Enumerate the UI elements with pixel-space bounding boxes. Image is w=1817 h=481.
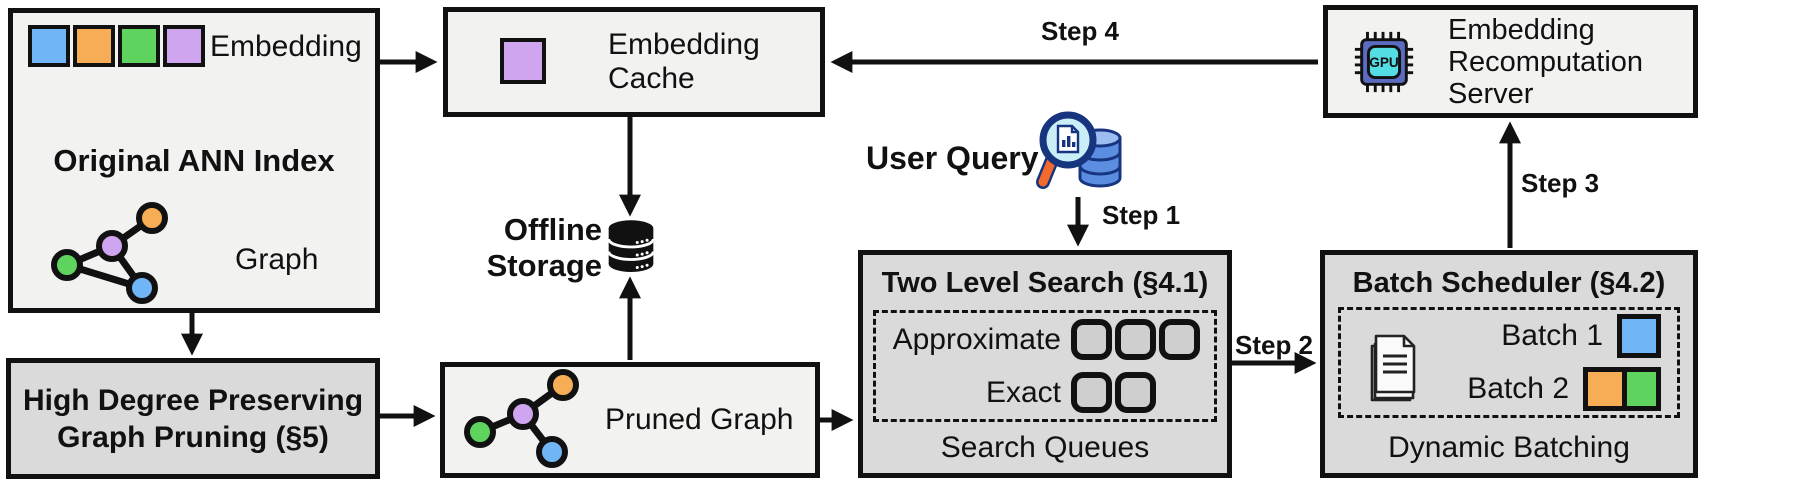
embedding-cache-label-line2: Cache [608, 62, 695, 95]
ann-graph-icon [51, 202, 168, 304]
queue-slot [1159, 319, 1200, 360]
graph-label: Graph [235, 243, 319, 276]
two-level-search-title: Two Level Search (§4.1) [881, 267, 1209, 299]
embedding-cache-label-line1: Embedding [608, 28, 760, 61]
documents-icon [1370, 334, 1416, 402]
embedding-cell-purple [163, 25, 205, 67]
graph-pruning-box: High Degree Preserving Graph Pruning (§5… [6, 358, 380, 479]
offline-storage-label-line1: Offline [503, 212, 602, 247]
recomputation-server-label-line2: Recomputation [1448, 45, 1644, 78]
graph-pruning-label-line1: High Degree Preserving [22, 383, 364, 417]
batch-scheduler-box: Batch Scheduler (§4.2) Batch 1 [1320, 250, 1698, 478]
batch-scheduler-title: Batch Scheduler (§4.2) [1352, 267, 1666, 299]
step4-label: Step 4 [1040, 16, 1120, 46]
exact-queue-row: Exact [876, 366, 1214, 419]
step2-label: Step 2 [1234, 330, 1314, 360]
database-icon [607, 220, 655, 272]
search-queues-label: Search Queues [940, 431, 1150, 464]
query-search-icon [1036, 111, 1122, 189]
two-level-search-box: Two Level Search (§4.1) Approximate Exac… [858, 250, 1232, 478]
search-queues-panel: Approximate Exact [873, 310, 1217, 422]
queue-slot [1115, 319, 1156, 360]
step1-label: Step 1 [1102, 200, 1181, 230]
original-ann-index-title: Original ANN Index [53, 143, 335, 178]
approximate-label: Approximate [892, 322, 1061, 356]
offline-storage-label-line2: Storage [486, 248, 602, 283]
pruned-graph-label: Pruned Graph [605, 403, 794, 436]
exact-label: Exact [985, 375, 1061, 409]
approximate-queue-slots [1071, 319, 1200, 360]
embedding-label: Embedding [210, 30, 362, 63]
graph-pruning-label: High Degree Preserving Graph Pruning (§5… [11, 363, 375, 474]
batch1-label: Batch 1 [1501, 319, 1603, 352]
batch2-cell-orange [1588, 372, 1622, 406]
embedding-cell-green [118, 25, 160, 67]
step3-label: Step 3 [1521, 168, 1600, 198]
embedding-cell-blue [28, 25, 70, 67]
batch1-row: Batch 1 [1501, 314, 1661, 358]
exact-queue-slots [1071, 372, 1156, 413]
embedding-cache-box: Embedding Cache [443, 7, 825, 117]
gpu-chip-label: GPU [1369, 55, 1398, 70]
batch2-row: Batch 2 [1467, 367, 1661, 411]
recomputation-server-label-line1: Embedding [1448, 13, 1595, 46]
embedding-cell-orange [73, 25, 115, 67]
embedding-vector [28, 25, 205, 67]
graph-pruning-label-line2: Graph Pruning (§5) [57, 420, 329, 454]
recomputation-server-label-line3: Server [1448, 77, 1534, 110]
approximate-queue-row: Approximate [876, 313, 1214, 366]
recomputation-server-box: GPU Embedding Recomputation Server [1323, 5, 1698, 118]
pruned-graph-icon [464, 369, 579, 468]
batch2-label: Batch 2 [1467, 372, 1569, 405]
embedding-cache-label: Embedding Cache [608, 12, 760, 112]
batch1-cells [1617, 314, 1661, 358]
dynamic-batching-label: Dynamic Batching [1388, 431, 1630, 464]
queue-slot [1071, 372, 1112, 413]
queue-slot [1115, 372, 1156, 413]
user-query-label: User Query [866, 140, 1039, 176]
batch2-cells [1583, 367, 1661, 411]
original-ann-index-box: Embedding Original ANN Index Graph [8, 8, 380, 313]
batch1-cell-blue [1622, 319, 1656, 353]
dynamic-batching-panel: Batch 1 Batch 2 [1338, 307, 1680, 418]
gpu-chip-icon: GPU [1354, 31, 1414, 93]
queue-slot [1071, 319, 1112, 360]
recomputation-server-label: Embedding Recomputation Server [1448, 10, 1643, 113]
offline-storage-label: Offline Storage [440, 212, 602, 284]
pruned-graph-box: Pruned Graph [440, 362, 820, 478]
cached-embedding-cell [500, 38, 546, 84]
batch2-cell-green [1622, 372, 1656, 406]
